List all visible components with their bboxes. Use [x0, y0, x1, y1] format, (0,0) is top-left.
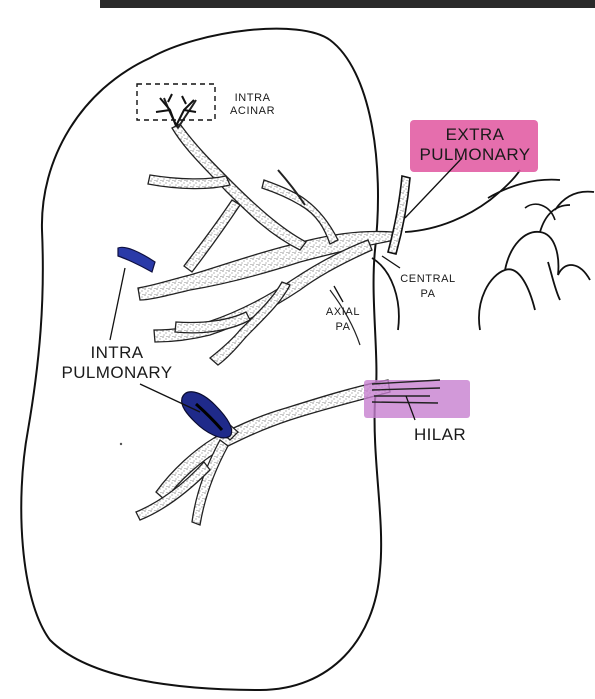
heart-outline	[405, 170, 594, 330]
extra-pulmonary-vessel	[388, 176, 410, 254]
intra-acinar-label: INTRA ACINAR	[230, 93, 275, 117]
intra-acinar-region-box	[137, 84, 215, 120]
lower-arterial-tree	[136, 380, 390, 525]
extra-pulmonary-label: EXTRA PULMONARY	[416, 126, 534, 163]
aortic-arch-outline	[525, 204, 555, 220]
intra-pulmonary-label: INTRA PULMONARY	[44, 344, 190, 381]
intrapulmonary-marker-upper	[118, 247, 155, 272]
central-pa-outline	[372, 258, 399, 330]
scan-speck	[120, 443, 122, 445]
hilar-highlight	[364, 380, 470, 418]
axial-pa-label: AXIAL PA	[322, 307, 364, 333]
central-pa-label: CENTRAL PA	[396, 274, 460, 300]
intra-acinar-branches	[156, 94, 196, 126]
hilar-label: HILAR	[414, 426, 466, 443]
scan-edge-artifact	[100, 0, 595, 8]
